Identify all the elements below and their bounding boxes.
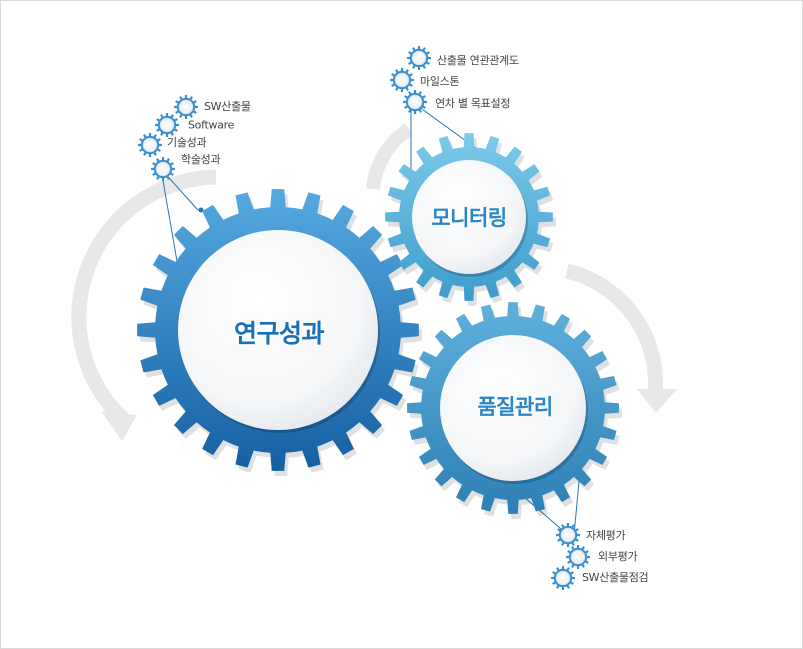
- small-gear-hub: [561, 528, 575, 542]
- cycle-arrow-top: [373, 129, 409, 189]
- small-gear-hub: [179, 100, 193, 114]
- cycle-arrow-left-head: [101, 411, 137, 441]
- gear-label-research: 연구성과: [234, 314, 324, 350]
- research-item-sw-output: SW산출물: [204, 98, 251, 114]
- small-gear-icon: [138, 133, 162, 157]
- small-gear-icon: [390, 68, 414, 92]
- cycle-arrow-right-head: [637, 389, 677, 413]
- small-gear-hub: [408, 95, 422, 109]
- gear-label-quality: 품질관리: [477, 391, 552, 421]
- quality-item-external-eval: 외부평가: [598, 548, 637, 564]
- research-item-academic: 학술성과: [181, 151, 220, 167]
- small-gear-icon: [566, 545, 590, 569]
- small-gear-icon: [551, 566, 575, 590]
- gear-label-monitoring: 모니터링: [431, 202, 506, 232]
- research-item-software: Software: [188, 119, 234, 132]
- small-gear-hub: [156, 162, 170, 176]
- small-gear-icon: [556, 523, 580, 547]
- quality-item-sw-check: SW산출물점검: [582, 569, 648, 585]
- research-item-tech: 기술성과: [167, 134, 206, 150]
- small-gear-icon: [407, 46, 431, 70]
- small-gear-hub: [143, 138, 157, 152]
- small-gear-hub: [160, 118, 174, 132]
- quality-item-self-eval: 자체평가: [586, 527, 625, 543]
- monitoring-item-milestone: 마일스톤: [420, 73, 459, 89]
- monitoring-item-yearly-goal: 연차 별 목표설정: [435, 95, 510, 111]
- small-gear-hub: [395, 73, 409, 87]
- small-gear-icon: [174, 95, 198, 119]
- monitoring-item-output-relation: 산출물 연관관계도: [437, 52, 519, 68]
- small-gear-hub: [571, 550, 585, 564]
- small-gear-hub: [412, 51, 426, 65]
- small-gear-hub: [556, 571, 570, 585]
